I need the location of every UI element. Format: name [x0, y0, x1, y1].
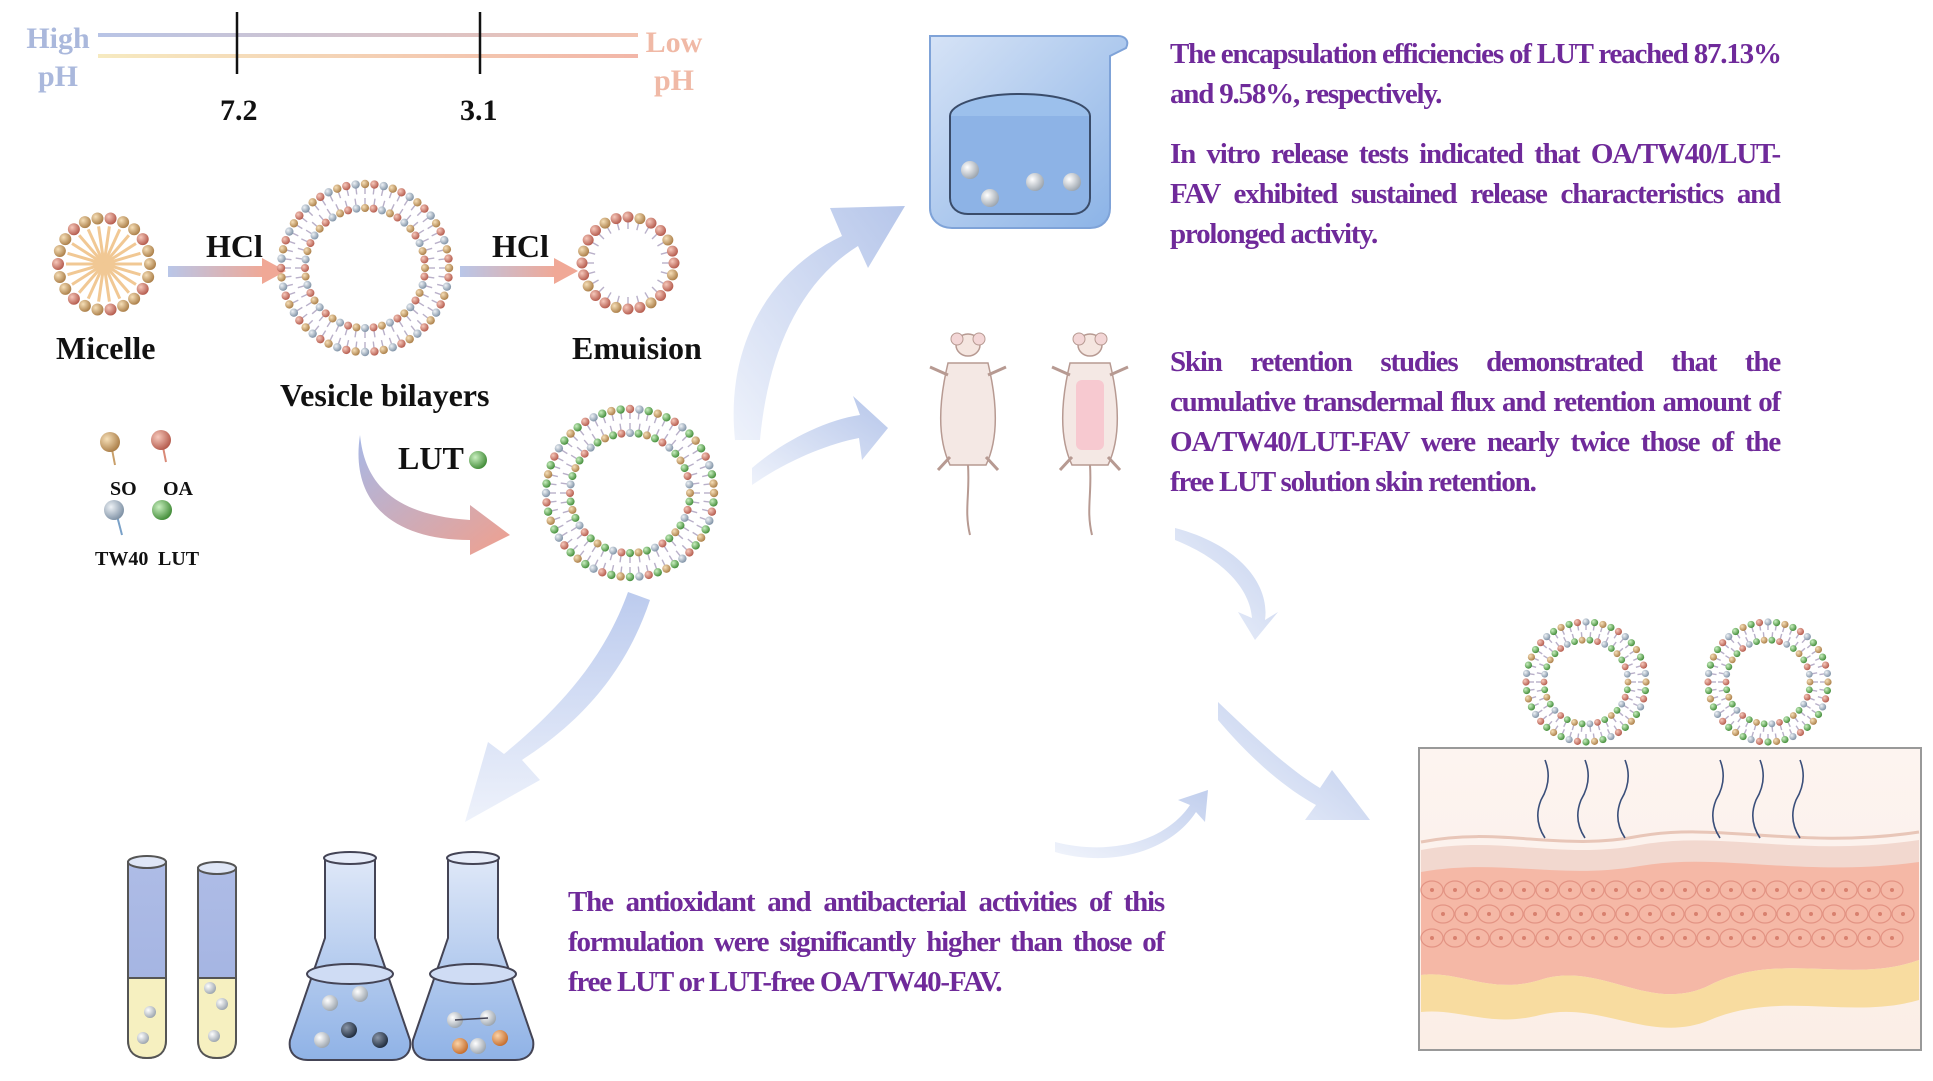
release-line-1: In vitro release tests indicated that OA… — [1170, 138, 1781, 170]
emulsion-icon — [576, 211, 680, 315]
lut-legend-icon — [152, 500, 172, 520]
high-ph-label: High pH — [20, 20, 96, 96]
diffusion-line — [1537, 759, 1549, 839]
diffusion-line — [1712, 759, 1724, 839]
low-ph-line1: Low — [645, 26, 703, 59]
lut-vesicle-icon — [541, 404, 719, 582]
skin-vesicle-icon-1 — [1522, 618, 1650, 746]
flask-icon-2 — [411, 851, 535, 1061]
beaker-icon — [929, 35, 1129, 229]
skin-vesicle-icon-2 — [1704, 618, 1832, 746]
release-text: In vitro release tests indicated that OA… — [1170, 134, 1781, 254]
diffusion-line — [1617, 759, 1629, 839]
arrow-to-mice — [752, 396, 888, 485]
so-legend-icon — [100, 432, 120, 452]
legend-so: SO — [110, 478, 137, 500]
encapsulation-text: The encapsulation efficiencies of LUT re… — [1170, 38, 1782, 110]
skin-line-3: OA/TW40/LUT-FAV were nearly twice those … — [1170, 426, 1781, 458]
high-ph-line2: pH — [37, 60, 79, 93]
micelle-icon — [52, 212, 156, 316]
arrow-curved-up-small — [1055, 790, 1208, 859]
skin-cells — [1420, 880, 1915, 948]
low-ph-line2: pH — [653, 64, 695, 97]
test-tube-icon-1 — [127, 855, 167, 1060]
arrow-to-skin — [1218, 702, 1370, 820]
hcl-label-1: HCl — [206, 228, 263, 264]
hcl-arrow-2 — [460, 258, 578, 284]
skin-retention-text: Skin retention studies demonstrated that… — [1170, 342, 1781, 502]
legend-lut: LUT — [158, 548, 200, 570]
anti-line-2: formulation were significantly higher th… — [568, 926, 1165, 958]
ph-tick-label-1: 7.2 — [220, 94, 258, 127]
hcl-label-2: HCl — [492, 228, 549, 264]
vesicle-icon — [276, 179, 454, 357]
lut-curved-arrow — [358, 435, 510, 555]
anti-line-1: The antioxidant and antibacterial activi… — [568, 886, 1165, 918]
anti-line-3: free LUT or LUT-free OA/TW40-FAV. — [568, 966, 1002, 998]
test-tube-icon-2 — [197, 861, 237, 1060]
legend-icons — [100, 430, 172, 536]
mouse-icon-1 — [929, 332, 1007, 536]
diffusion-line — [1577, 759, 1589, 839]
skin-line-4: free LUT solution skin retention. — [1170, 466, 1537, 498]
ph-scale — [98, 12, 638, 74]
release-line-3: prolonged activity. — [1170, 218, 1378, 250]
lut-arrow-label: LUT — [398, 440, 464, 476]
legend-tw40: TW40 — [95, 548, 149, 570]
arrow-up-to-beaker — [733, 206, 905, 440]
antioxidant-text: The antioxidant and antibacterial activi… — [568, 882, 1165, 1002]
flask-icon-1 — [288, 851, 412, 1061]
release-line-2: FAV exhibited sustained release characte… — [1170, 178, 1781, 210]
oa-legend-icon — [151, 430, 171, 450]
hcl-arrow-1 — [168, 258, 286, 284]
diffusion-line — [1792, 759, 1804, 839]
micelle-label: Micelle — [56, 330, 156, 366]
low-ph-label: Low pH — [636, 24, 712, 100]
ph-bar-bottom — [98, 54, 638, 58]
arrow-curved-right-small — [1175, 528, 1278, 640]
arrow-down-to-assays — [465, 592, 650, 822]
lut-ball-icon — [469, 451, 487, 469]
emulsion-label: Emuision — [572, 330, 702, 366]
skin-line-1: Skin retention studies demonstrated that… — [1170, 346, 1781, 378]
high-ph-line1: High — [26, 22, 90, 55]
legend-oa: OA — [163, 478, 193, 500]
vesicle-label: Vesicle bilayers — [280, 377, 490, 413]
mouse-icon-2 — [1051, 332, 1129, 536]
tw40-legend-icon — [104, 500, 124, 520]
ph-tick-label-2: 3.1 — [460, 94, 498, 127]
diffusion-line — [1752, 759, 1764, 839]
ph-bar-top — [98, 33, 638, 37]
skin-line-2: cumulative transdermal flux and retentio… — [1170, 386, 1781, 418]
